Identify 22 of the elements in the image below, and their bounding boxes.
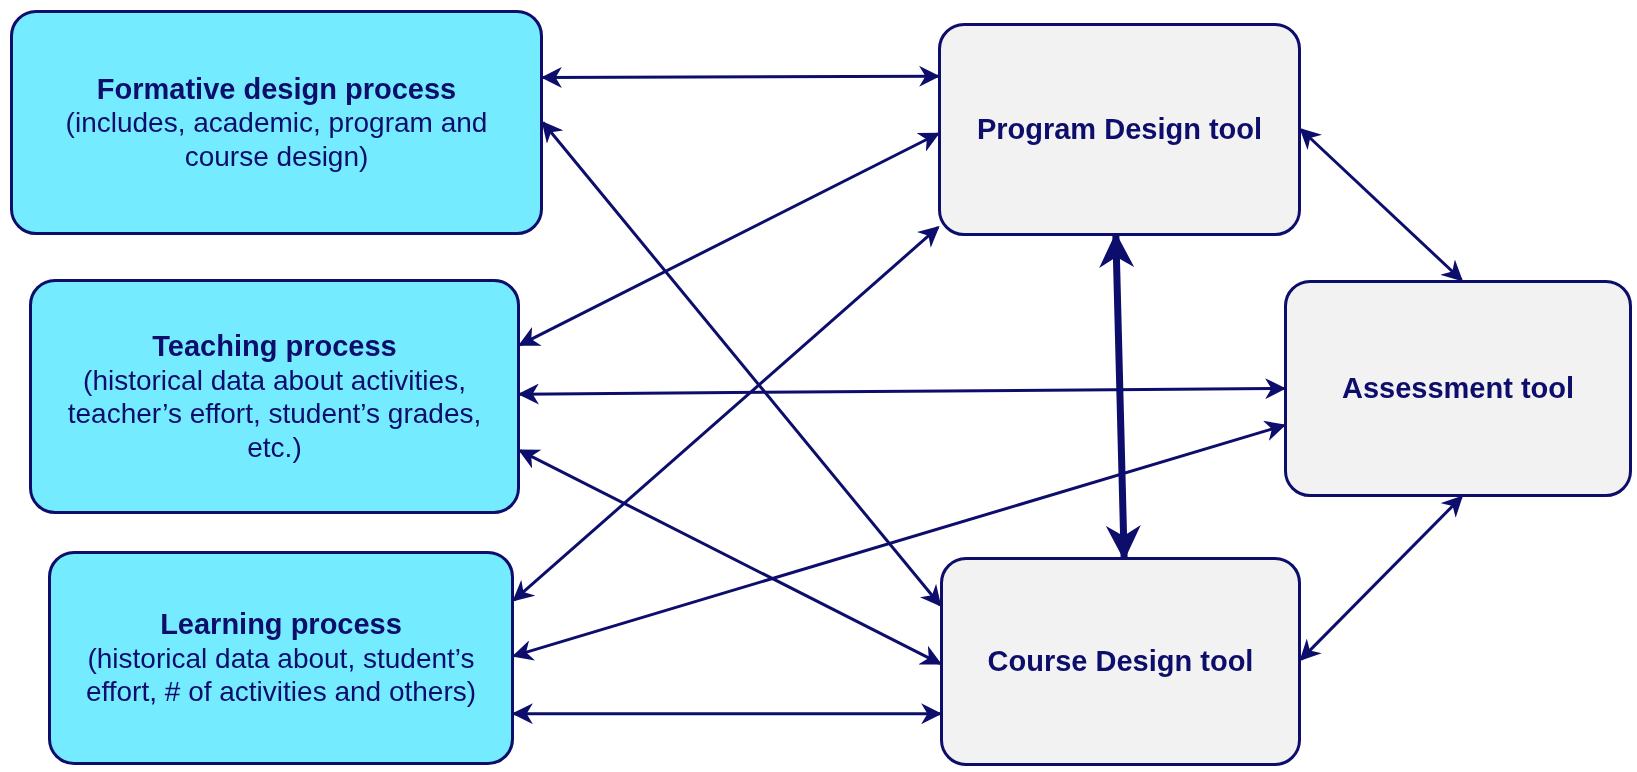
- tool-box: [1284, 280, 1632, 497]
- double-arrow: [518, 132, 940, 347]
- box-description: (historical data about activities, teacher’s effort, student’s grades, etc.): [66, 363, 483, 465]
- process-box: [10, 10, 543, 235]
- tool-box: [940, 557, 1301, 766]
- double-arrow: [541, 120, 942, 607]
- box-title: Program Design tool: [976, 112, 1263, 147]
- box-title: Learning process: [160, 607, 402, 642]
- box-description: (includes, academic, program and course design): [64, 106, 489, 174]
- double-arrow: [1299, 495, 1463, 661]
- double-arrow: [512, 420, 1286, 661]
- box-title: Course Design tool: [987, 644, 1254, 679]
- tool-box: [938, 23, 1301, 236]
- box-title: Teaching process: [152, 328, 397, 364]
- box-description: (historical data about, student’s effort, # of activities and others): [84, 641, 478, 709]
- box-title: Formative design process: [96, 71, 457, 107]
- double-arrow: [1299, 128, 1463, 282]
- box-title: Assessment tool: [1341, 371, 1575, 406]
- double-arrow: [512, 226, 940, 602]
- process-box: [29, 279, 520, 514]
- process-box: [48, 551, 514, 765]
- double-arrow: [518, 449, 942, 665]
